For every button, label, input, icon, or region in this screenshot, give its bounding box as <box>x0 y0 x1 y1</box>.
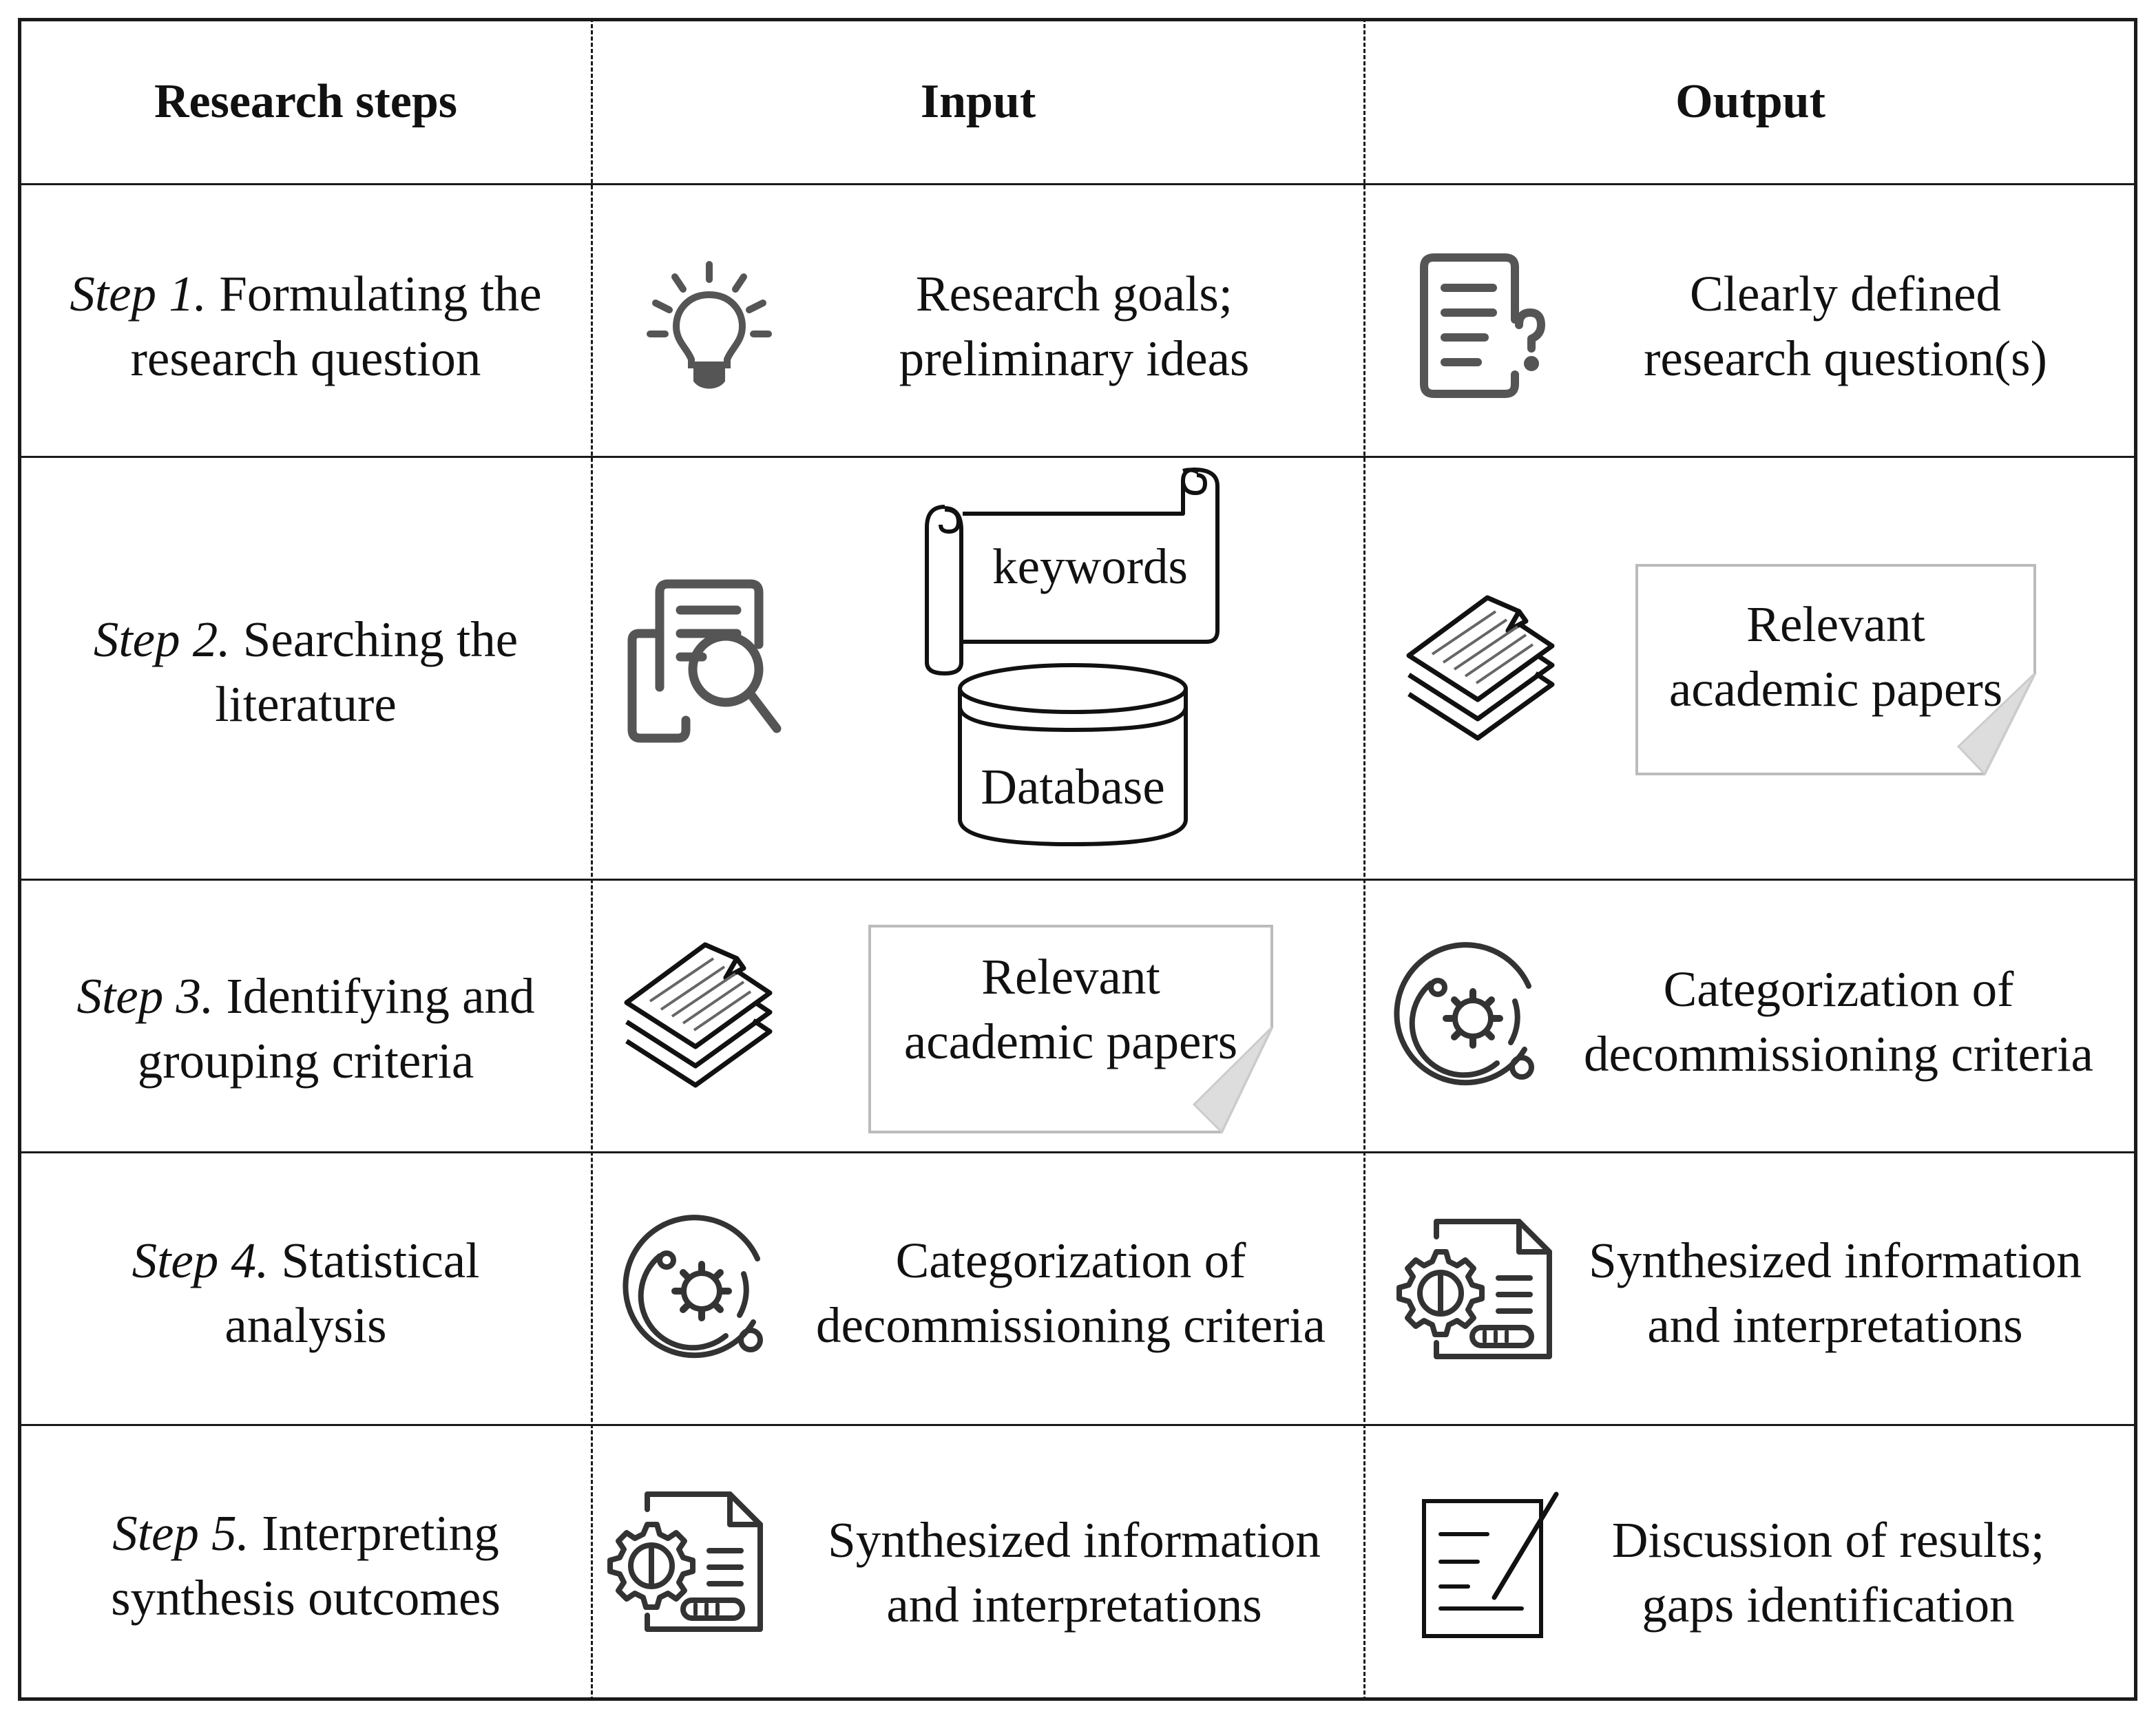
step-1-text: Step 1. Formulating the research questio… <box>21 262 591 391</box>
orbit-gear-icon <box>622 1215 774 1363</box>
database-icon: Database <box>956 661 1190 848</box>
step-4-input: Categorization of decommissioning criter… <box>792 1228 1350 1358</box>
step-label: Step 4. <box>132 1233 269 1288</box>
input-text-line2: and interpretations <box>886 1577 1262 1633</box>
input-text-line1: Categorization of <box>895 1233 1246 1288</box>
database-label: Database <box>981 759 1165 815</box>
step-label: Step 1. <box>70 266 207 322</box>
row-divider <box>18 879 2137 881</box>
paper-stack-icon <box>1405 594 1556 748</box>
step-5-input: Synthesized information and interpretati… <box>799 1508 1350 1637</box>
step-4-text: Step 4. Statistical analysis <box>21 1228 591 1358</box>
step-5-output: Discussion of results; gaps identificati… <box>1563 1508 2093 1637</box>
step-title-line2: synthesis outcomes <box>111 1570 501 1626</box>
output-text-line1: Relevant <box>1746 596 1925 652</box>
question-document-icon <box>1419 253 1549 398</box>
input-text-line1: Research goals; <box>915 266 1233 322</box>
gear-document-icon <box>606 1489 764 1633</box>
output-text-line2: gaps identification <box>1642 1577 2015 1633</box>
step-3-output: Categorization of decommissioning criter… <box>1563 957 2114 1087</box>
input-text-line2: academic papers <box>903 1014 1238 1069</box>
output-text: Relevant academic papers <box>1635 592 2037 722</box>
input-text-line2: preliminary ideas <box>899 331 1250 386</box>
header-research-steps: Research steps <box>154 75 458 128</box>
column-divider <box>591 18 593 1701</box>
step-title: Formulating the <box>207 266 542 322</box>
keywords-label: keywords <box>992 538 1188 594</box>
output-text-line2: academic papers <box>1668 661 2003 717</box>
header-output: Output <box>1675 75 1825 128</box>
step-title: Searching the <box>230 611 519 667</box>
output-text-line1: Clearly defined <box>1689 266 2001 322</box>
row-divider <box>18 183 2137 185</box>
output-text-line2: research question(s) <box>1644 331 2047 386</box>
output-text-line1: Discussion of results; <box>1611 1512 2045 1568</box>
orbit-gear-icon <box>1394 942 1545 1091</box>
row-divider <box>18 456 2137 458</box>
gear-document-icon <box>1395 1216 1553 1361</box>
step-1-input: Research goals; preliminary ideas <box>826 262 1322 391</box>
row-divider <box>18 1424 2137 1426</box>
header-input: Input <box>920 75 1036 128</box>
document-search-icon <box>627 578 785 744</box>
keywords-scroll: keywords <box>921 465 1224 679</box>
output-text-line2: and interpretations <box>1647 1297 2023 1353</box>
step-3-text: Step 3. Identifying and grouping criteri… <box>21 964 591 1093</box>
input-text-line2: decommissioning criteria <box>816 1297 1326 1353</box>
step-5-text: Step 5. Interpreting synthesis outcomes <box>21 1501 591 1631</box>
step-title-line2: literature <box>215 676 397 732</box>
step-title: Identifying and <box>213 968 535 1024</box>
row-divider <box>18 1151 2137 1153</box>
step-title-line2: grouping criteria <box>137 1033 474 1089</box>
table-frame <box>18 18 2137 1701</box>
column-divider <box>1363 18 1365 1701</box>
step-label: Step 2. <box>93 611 231 667</box>
step-4-output: Synthesized information and interpretati… <box>1563 1228 2107 1358</box>
lightbulb-icon <box>647 261 772 389</box>
step-title-line2: research question <box>130 331 481 386</box>
paper-stack-icon <box>622 941 774 1096</box>
input-paper-note: Relevant academic papers <box>868 924 1274 1135</box>
pen-note-icon <box>1419 1490 1563 1643</box>
step-title: Interpreting <box>249 1505 499 1561</box>
output-text-line1: Synthesized information <box>1589 1233 2082 1288</box>
output-text-line2: decommissioning criteria <box>1584 1026 2093 1082</box>
input-text: Relevant academic papers <box>868 945 1274 1074</box>
output-paper-note: Relevant academic papers <box>1635 563 2037 777</box>
step-label: Step 5. <box>112 1505 249 1561</box>
step-title-line2: analysis <box>224 1297 387 1353</box>
input-text-line1: Synthesized information <box>828 1512 1321 1568</box>
step-label: Step 3. <box>76 968 214 1024</box>
step-1-output: Clearly defined research question(s) <box>1584 262 2107 391</box>
output-text-line1: Categorization of <box>1663 961 2014 1017</box>
input-text-line1: Relevant <box>981 949 1160 1005</box>
step-title: Statistical <box>269 1233 480 1288</box>
step-2-text: Step 2. Searching the literature <box>21 607 591 737</box>
